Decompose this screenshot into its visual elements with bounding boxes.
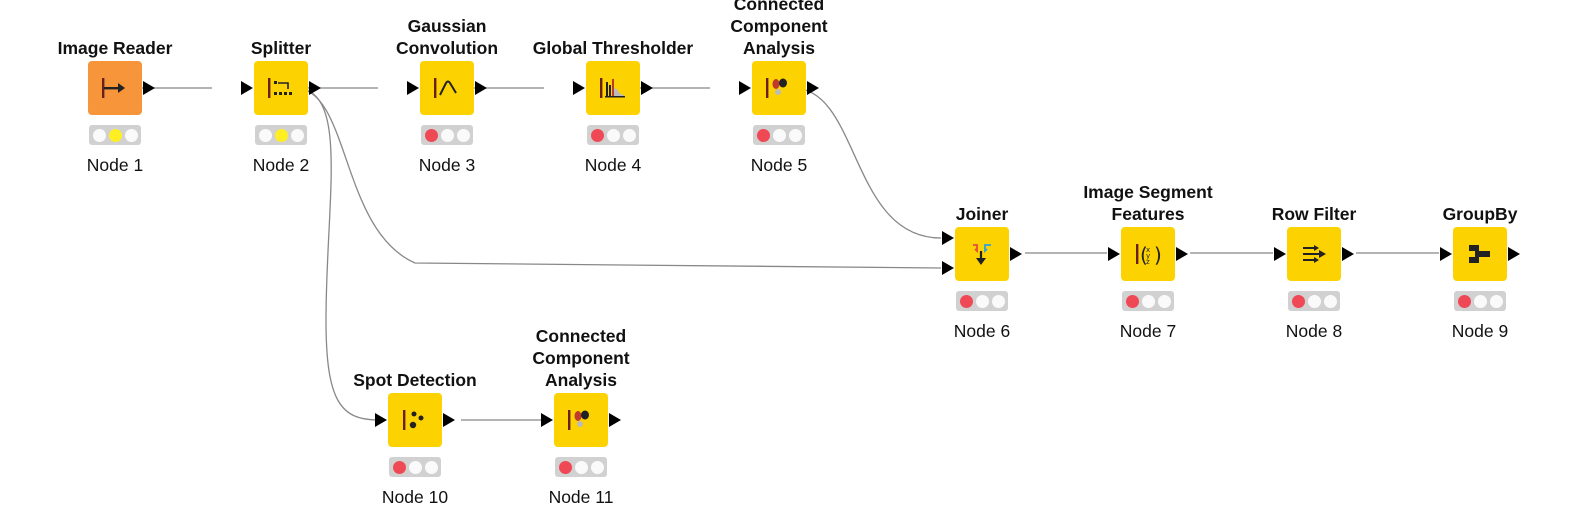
input-port[interactable] (1274, 247, 1286, 261)
histogram-threshold-icon (600, 78, 625, 98)
node-label[interactable]: Node 10 (381, 487, 449, 507)
output-port[interactable] (443, 413, 455, 427)
node-label[interactable]: Node 7 (1119, 321, 1177, 341)
node-title: Global Thresholder (532, 38, 694, 58)
status-indicator (555, 457, 607, 477)
node-title: Connected Component Analysis (532, 326, 630, 390)
node-title: Splitter (250, 38, 312, 58)
input-port[interactable] (241, 81, 253, 95)
node-label[interactable]: Node 3 (418, 155, 476, 175)
image-reader-icon (102, 78, 125, 98)
groupby-icon (1469, 245, 1490, 263)
output-port[interactable] (641, 81, 653, 95)
output-port[interactable] (1010, 247, 1022, 261)
node-label[interactable]: Node 4 (584, 155, 642, 175)
input-port-top[interactable] (942, 231, 954, 245)
output-port[interactable] (309, 81, 321, 95)
node-label[interactable]: Node 1 (86, 155, 144, 175)
input-port[interactable] (573, 81, 585, 95)
status-indicator (753, 125, 805, 145)
node-title: Connected Component Analysis (730, 0, 828, 58)
splitter-icon (268, 78, 292, 98)
input-port[interactable] (407, 81, 419, 95)
node-title: Row Filter (1271, 204, 1357, 224)
connection-node5-node6[interactable] (792, 87, 942, 239)
output-port[interactable] (143, 81, 155, 95)
status-indicator (421, 125, 473, 145)
output-port[interactable] (1342, 247, 1354, 261)
status-indicator (956, 291, 1008, 311)
node-title: Joiner (955, 204, 1009, 224)
connected-components-icon (766, 78, 787, 98)
node-title: Gaussian Convolution (395, 16, 499, 58)
row-filter-icon (1303, 245, 1326, 263)
input-port-bottom[interactable] (942, 261, 954, 275)
joiner-icon (973, 244, 991, 265)
node-icon-box[interactable] (254, 61, 308, 115)
node-label[interactable]: Node 11 (548, 487, 614, 507)
input-port[interactable] (739, 81, 751, 95)
segment-features-icon: ( ) x y z (1136, 243, 1162, 267)
node-label[interactable]: Node 9 (1451, 321, 1509, 341)
output-port[interactable] (807, 81, 819, 95)
status-indicator (89, 125, 141, 145)
status-indicator (1454, 291, 1506, 311)
node-icon-box[interactable] (388, 393, 442, 447)
node-icon-box[interactable] (88, 61, 142, 115)
input-port[interactable] (541, 413, 553, 427)
node-label[interactable]: Node 2 (252, 155, 310, 175)
node-title: Image Segment Features (1083, 182, 1213, 224)
svg-text:): ) (1154, 243, 1162, 267)
spot-detection-icon (403, 410, 424, 430)
status-indicator (1122, 291, 1174, 311)
connected-components-icon (568, 410, 589, 430)
node-icon-box[interactable] (1453, 227, 1507, 281)
node-label[interactable]: Node 6 (953, 321, 1011, 341)
status-indicator (587, 125, 639, 145)
gaussian-curve-icon (434, 78, 457, 98)
connection-node2-node10[interactable] (294, 87, 379, 421)
node-icon-box[interactable] (420, 61, 474, 115)
input-port[interactable] (375, 413, 387, 427)
output-port[interactable] (609, 413, 621, 427)
status-indicator (389, 457, 441, 477)
svg-text:z: z (1146, 258, 1150, 266)
output-port[interactable] (1176, 247, 1188, 261)
svg-text:y: y (1146, 252, 1150, 260)
node-label[interactable]: Node 8 (1285, 321, 1343, 341)
input-port[interactable] (1108, 247, 1120, 261)
node-title: Spot Detection (353, 370, 477, 390)
node-icon-box[interactable] (752, 61, 806, 115)
node-icon-box[interactable] (1287, 227, 1341, 281)
node-title: GroupBy (1442, 204, 1518, 224)
svg-text:x: x (1146, 246, 1150, 254)
node-icon-box[interactable]: ( ) x y z (1121, 227, 1175, 281)
status-indicator (1288, 291, 1340, 311)
node-icon-box[interactable] (586, 61, 640, 115)
output-port[interactable] (475, 81, 487, 95)
input-port[interactable] (1440, 247, 1452, 261)
node-title: Image Reader (57, 38, 173, 58)
node-icon-box[interactable] (554, 393, 608, 447)
connection-node2-node6[interactable] (294, 87, 942, 269)
output-port[interactable] (1508, 247, 1520, 261)
node-label[interactable]: Node 5 (750, 155, 808, 175)
node-icon-box[interactable] (955, 227, 1009, 281)
svg-text:(: ( (1140, 243, 1148, 267)
status-indicator (255, 125, 307, 145)
